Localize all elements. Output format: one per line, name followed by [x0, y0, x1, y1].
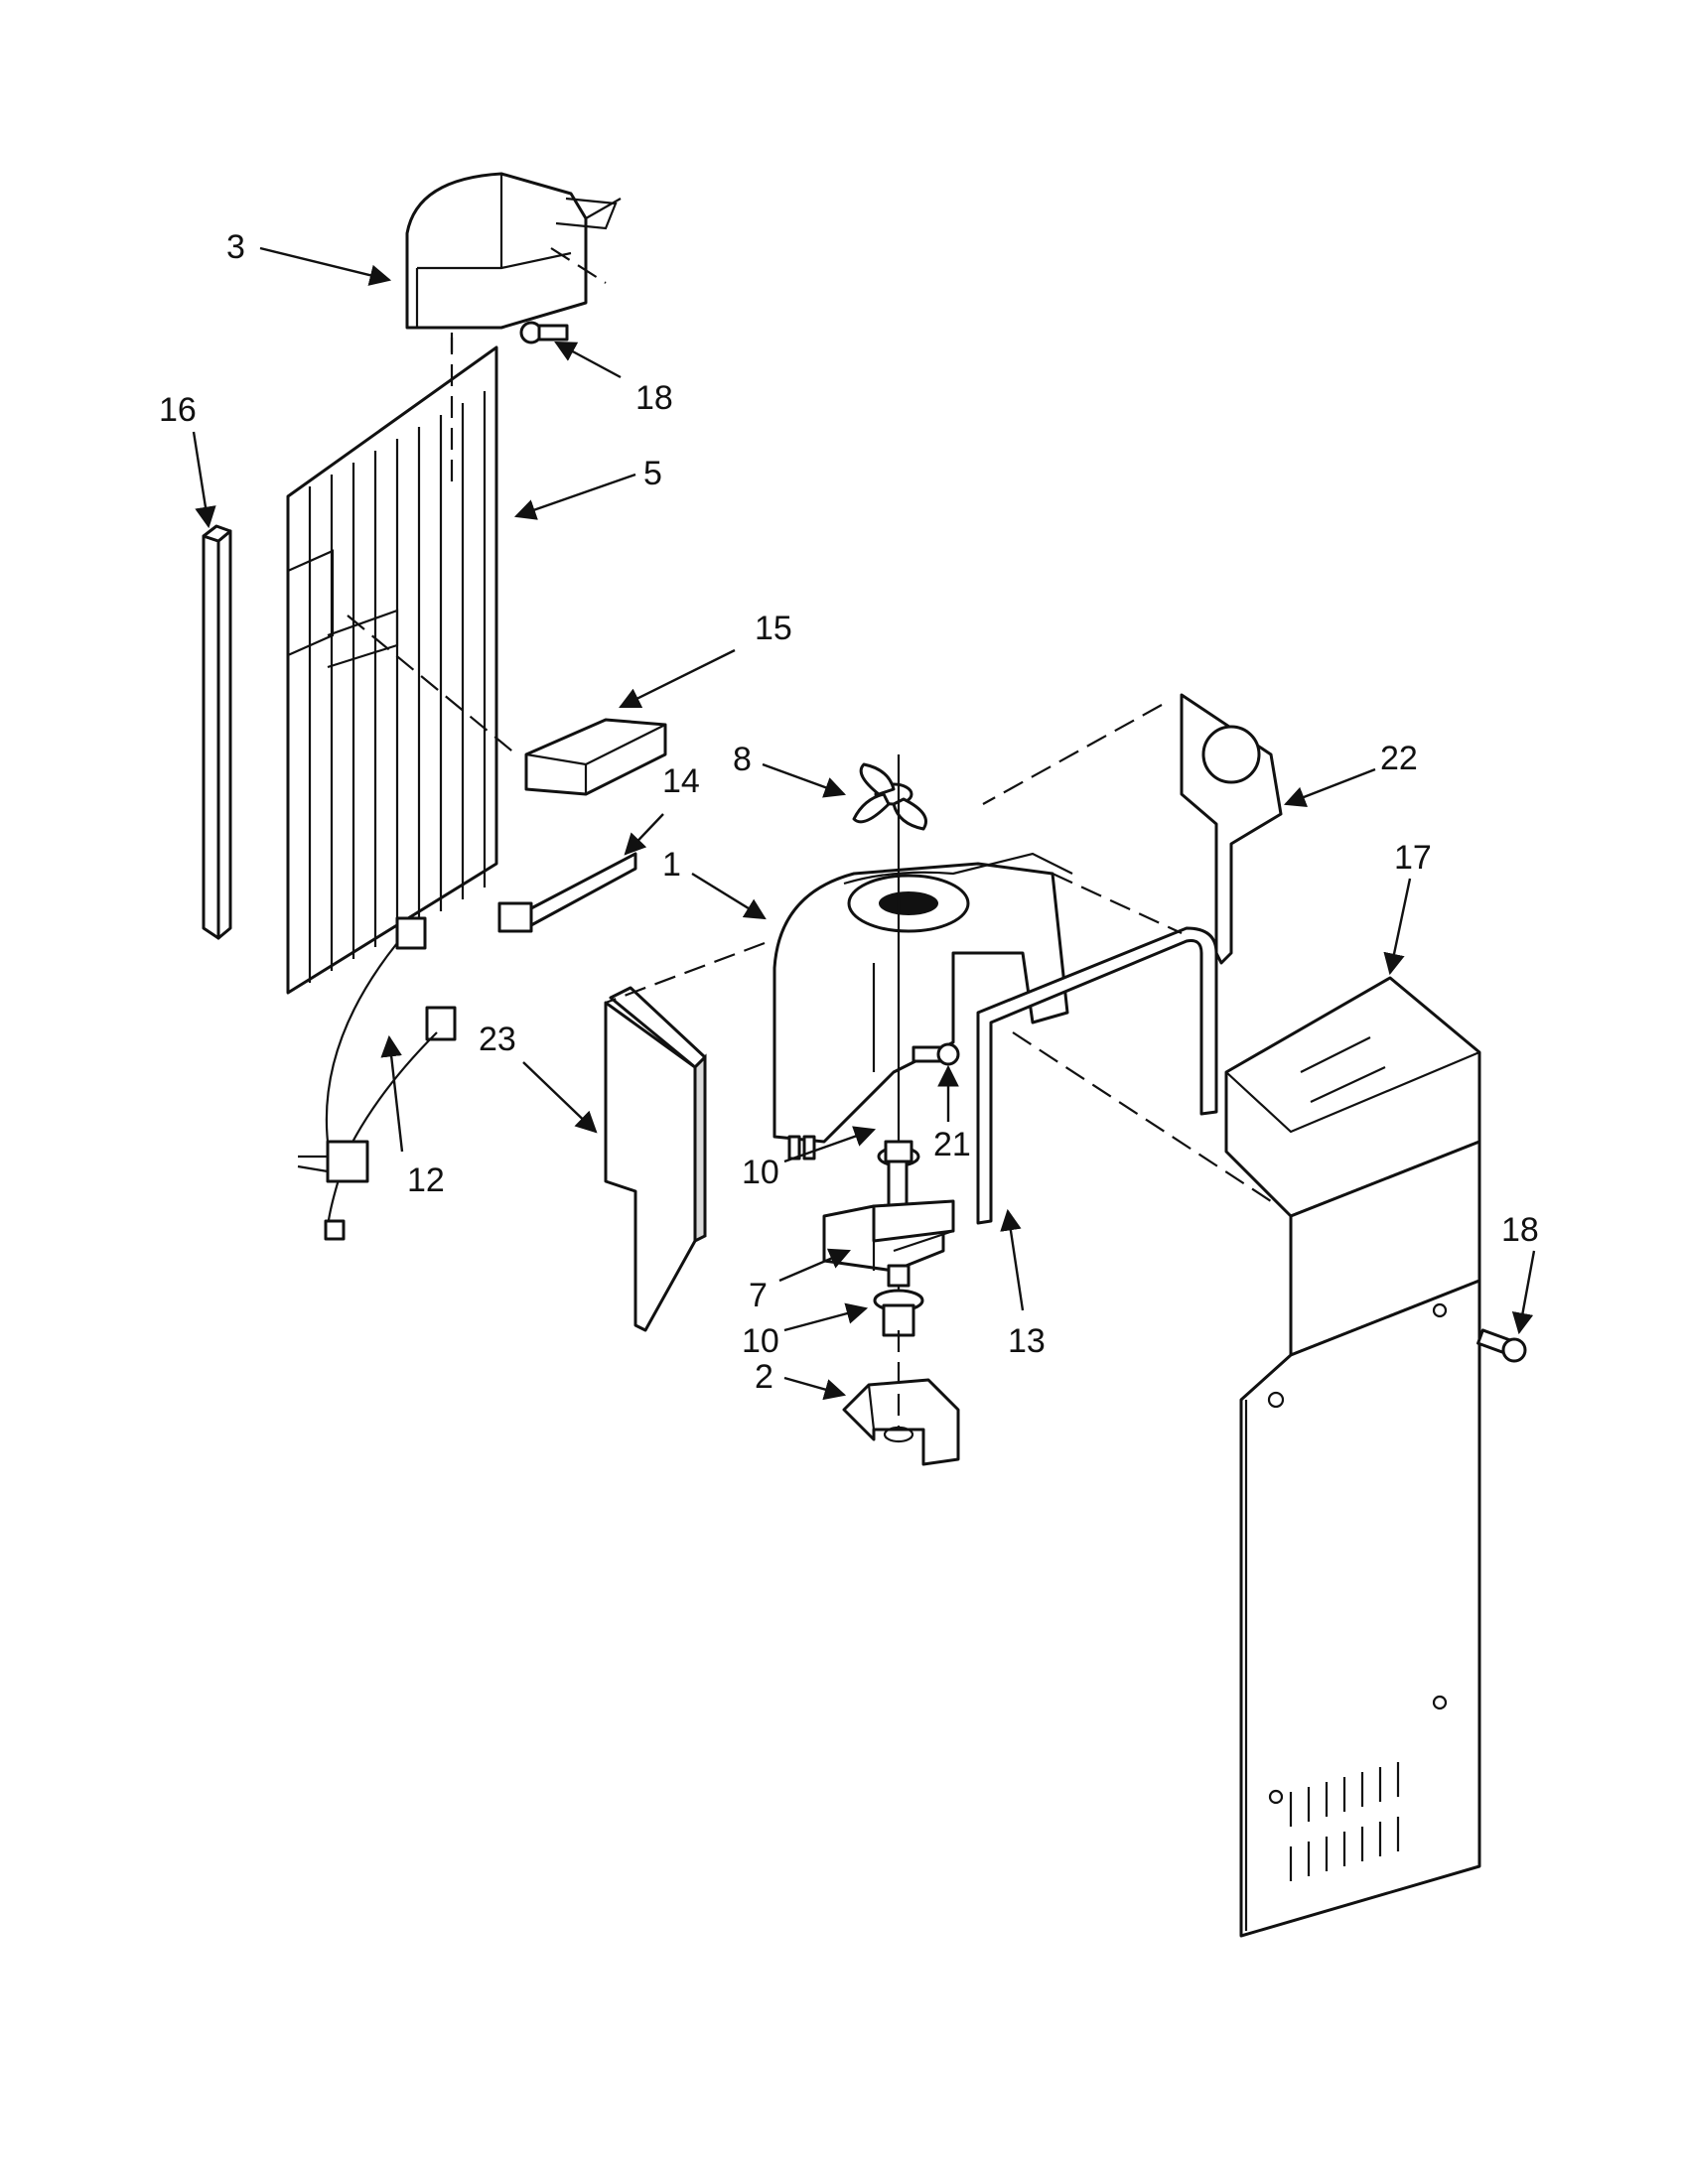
callout-17: 17 — [1394, 839, 1432, 877]
part-7-motor — [822, 1160, 955, 1288]
callout-5: 5 — [643, 455, 662, 492]
callout-13: 13 — [1008, 1322, 1046, 1360]
part-14-cable-tie — [497, 852, 637, 933]
callout-10-lower: 10 — [742, 1322, 779, 1360]
callout-7: 7 — [749, 1277, 768, 1314]
part-15-bracket — [524, 718, 667, 796]
part-1-fan-housing — [772, 852, 1073, 1160]
part-2-motor-bracket — [842, 1378, 960, 1466]
callout-10-upper: 10 — [742, 1154, 779, 1191]
part-22-side-baffle — [1180, 693, 1283, 965]
callout-18-top: 18 — [635, 379, 673, 417]
callout-23: 23 — [479, 1021, 516, 1058]
part-5-evaporator-coil — [286, 345, 498, 995]
callout-2: 2 — [755, 1358, 773, 1396]
part-16-strip — [202, 524, 232, 940]
part-18-screw-right — [1476, 1328, 1527, 1363]
callout-3: 3 — [226, 228, 245, 266]
leader-arrows — [192, 246, 1536, 1401]
callout-1: 1 — [662, 846, 681, 884]
part-13-seal-gasket — [976, 926, 1218, 1225]
callout-12: 12 — [407, 1161, 445, 1199]
callout-14: 14 — [662, 762, 700, 800]
callout-22: 22 — [1380, 740, 1418, 777]
part-3-duct-cap — [405, 172, 622, 352]
callout-18-right: 18 — [1501, 1211, 1539, 1249]
part-18-screw-top — [519, 321, 569, 344]
callout-16: 16 — [159, 391, 197, 429]
part-8-fan-blade — [852, 754, 927, 1310]
callout-labels: 3 18 16 5 15 8 14 1 22 17 23 12 21 10 7 … — [159, 228, 1539, 1396]
callout-21: 21 — [933, 1126, 971, 1163]
alignment-lines — [347, 333, 1272, 1430]
part-10-grommet-lower — [873, 1289, 924, 1337]
part-17-rear-panel — [1224, 976, 1481, 1938]
callout-15: 15 — [755, 610, 792, 647]
callout-8: 8 — [733, 741, 752, 778]
part-12-wire-harness — [297, 916, 457, 1241]
part-23-side-baffle — [604, 986, 707, 1332]
part-21-screw — [912, 1042, 960, 1066]
